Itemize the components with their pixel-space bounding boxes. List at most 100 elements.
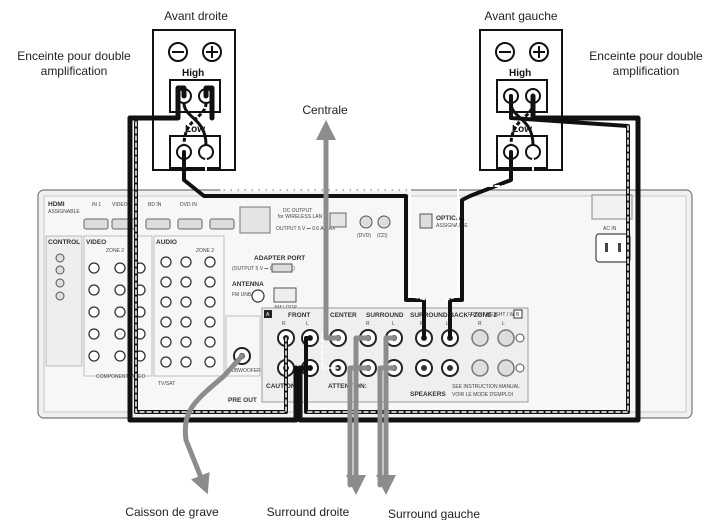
surround-label: SURROUND [366,312,404,319]
hdmi-port-1[interactable] [83,218,109,230]
subwoofer-jack-label: SUBWOOFER [228,368,261,374]
front-height-l-plus-terminal[interactable] [497,329,515,347]
wire-surround-right [346,335,371,495]
label-front-left: Avant gauche [484,9,557,23]
label-subwoofer: Caisson de grave [125,505,219,519]
zone-b-label: B [516,312,520,318]
wire-surround-left [376,335,397,495]
plus-icon [529,42,549,62]
wire-center [316,120,341,341]
front-height-r-label: R [478,321,482,327]
ac-in-label: AC IN [603,226,617,232]
zone2-audio-label: ZONE 2 [196,248,214,254]
zone-a-marker [264,310,272,318]
control-label: CONTROL [48,239,80,246]
hdmi-port-out[interactable] [209,218,235,230]
pre-out-label: PRE OUT [228,397,257,404]
fr-high-label: High [182,68,204,79]
coax-in-cd[interactable] [377,215,391,229]
optical-label: OPTICAL [436,215,465,222]
optical-port[interactable] [419,213,433,229]
wire-front-left-low [448,150,513,340]
manual-note-2: VOIR LE MODE D'EMPLOI [452,392,513,398]
manual-note-1: SEE INSTRUCTION MANUAL [452,384,520,390]
dc-output-sub-label: for WIRELESS LAN [278,214,323,220]
adapter-port-label: ADAPTER PORT [254,255,305,262]
dc-output-rating-label: OUTPUT 5 V ⎓ 0.6 A MAX [276,226,336,232]
label-biamp-right-line1: Enceinte pour double [17,49,131,63]
optical-sub-label: ASSIGNABLE [436,223,468,229]
label-biamp-left-line2: amplification [613,64,680,78]
audio-label: AUDIO [156,239,177,246]
ac-in-section: AC IN [591,194,633,263]
surround-back-l-label: L [446,321,449,327]
zone-b-marker [513,309,523,319]
label-front-right: Avant droite [164,9,228,23]
control-video-section: CONTROL VIDEO ZONE 2 COMPONENT VIDEO [45,235,153,380]
hdmi-bd-in-label: BD IN [148,202,162,208]
front-height-l-minus-terminal[interactable] [497,359,515,377]
coax-dvd-label: (DVD) [357,233,371,239]
component-video-label: COMPONENT VIDEO [96,374,145,380]
front-height-r-plus-terminal[interactable] [471,329,489,347]
label-surround-right: Surround droite [267,505,350,519]
surround-r-label: R [366,321,370,327]
label-surround-left: Surround gauche [388,507,480,520]
front-l-label: L [306,321,309,327]
am-loop-terminal[interactable] [273,287,297,303]
speaker-front-left: High Low [479,29,563,171]
center-label: CENTER [330,312,357,319]
hdmi-video-label: VIDEO [112,202,128,208]
audio-section: AUDIO ZONE 2 TV/SAT [153,235,225,387]
coax-in-dvd[interactable] [359,215,373,229]
hdmi-dvd-in-label: DVD IN [180,202,197,208]
plus-icon [202,42,222,62]
fr-low-label: Low [185,124,205,135]
ac-inlet[interactable] [595,233,631,263]
label-biamp-right-line2: amplification [41,64,108,78]
minus-marker [515,363,525,373]
caution-label: CAUTION: [266,383,298,390]
fm-unbal-label: FM UNBAL [232,292,258,298]
adapter-port[interactable] [271,263,293,273]
minus-icon [168,42,188,62]
speaker-front-right: High Low [152,29,236,171]
hdmi-assignable-label: ASSIGNABLE [48,209,80,215]
front-r-label: R [282,321,286,327]
hdmi-port-bd[interactable] [145,218,171,230]
usb-port[interactable] [239,206,271,234]
antenna-label: ANTENNA [232,281,264,288]
zone-a-label: A [266,312,270,318]
ac-tab [591,194,633,220]
fm-antenna-jack[interactable] [251,289,265,303]
dc-output-label: DC OUTPUT [283,208,312,214]
video-label: VIDEO [86,239,106,246]
surround-l-label: L [392,321,395,327]
hdmi-in1-label: IN 1 [92,202,101,208]
dc-output-section: DC OUTPUT for WIRELESS LAN OUTPUT 5 V ⎓ … [239,206,468,239]
hdmi-port-dvd[interactable] [177,218,203,230]
adapter-port-sub-label: (OUTPUT 5 V ⎓ 0.1 A MAX) [232,266,295,272]
tv-sat-label: TV/SAT [158,381,175,387]
coax-cd-label: (CD) [377,233,388,239]
front-height-l-label: L [502,321,505,327]
wire-subwoofer [182,353,245,495]
lan-port[interactable] [329,212,347,228]
diagram-labels: Avant droite Avant gauche Enceinte pour … [17,9,703,520]
hdmi-label: HDMI [48,201,65,208]
speaker-wires [127,85,641,495]
attention-label: ATTENTION: [328,383,367,390]
front-height-label: FRONT HEIGHT / WIDE [468,312,523,318]
front-label: FRONT [288,312,310,319]
minus-icon [495,42,515,62]
fl-low-label: Low [512,124,532,135]
zone2-video-label: ZONE 2 [106,248,124,254]
label-biamp-left-line1: Enceinte pour double [589,49,703,63]
speakers-label: SPEAKERS [410,391,446,398]
fl-high-label: High [509,68,531,79]
surround-back-label: SURROUND BACK / ZONE 2 [410,312,497,319]
front-height-r-minus-terminal[interactable] [471,359,489,377]
label-center: Centrale [302,103,348,117]
plus-marker [515,333,525,343]
